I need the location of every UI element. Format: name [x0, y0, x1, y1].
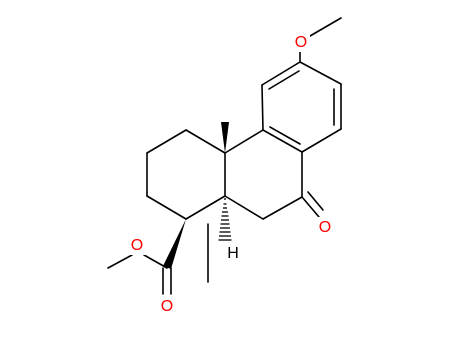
aromatic-double-inner: [269, 126, 301, 145]
label-backing: [223, 242, 241, 262]
ester-o-methyl-bond: [107, 254, 133, 269]
ring-bond: [185, 129, 226, 154]
ring-bond: [146, 195, 187, 220]
ketone-bond: [301, 196, 320, 218]
ketone-oxygen-label: O: [319, 219, 331, 236]
hashed-bond: [218, 198, 232, 241]
bond-layer: [107, 17, 342, 295]
ring-bond: [146, 129, 187, 154]
label-backing: [292, 32, 310, 52]
o-methyl-bond: [309, 17, 342, 37]
aromatic-double-inner: [268, 70, 300, 90]
wedge-bond: [163, 219, 186, 269]
wedge-bond: [221, 122, 229, 153]
aromatic-bond: [301, 128, 342, 153]
ketone-bond: [307, 191, 324, 211]
junction-hydrogen-label: H: [227, 245, 239, 262]
aromatic-bond: [262, 129, 303, 153]
ester-alkoxy-oxygen-label: O: [131, 237, 143, 254]
aromatic-bond: [299, 61, 342, 85]
ester-carbonyl-oxygen-label: O: [161, 298, 173, 315]
label-backing: [128, 235, 146, 255]
ring-bond: [224, 129, 264, 154]
label-backing: [316, 217, 334, 237]
label-backing: [158, 296, 176, 316]
aromatic-bond: [261, 61, 301, 86]
ring-bond: [185, 195, 226, 220]
ring-bond: [262, 196, 303, 220]
ring-bond: [224, 195, 264, 220]
methoxy-oxygen-label: O: [295, 34, 307, 51]
aromatic-bond: [261, 84, 264, 131]
